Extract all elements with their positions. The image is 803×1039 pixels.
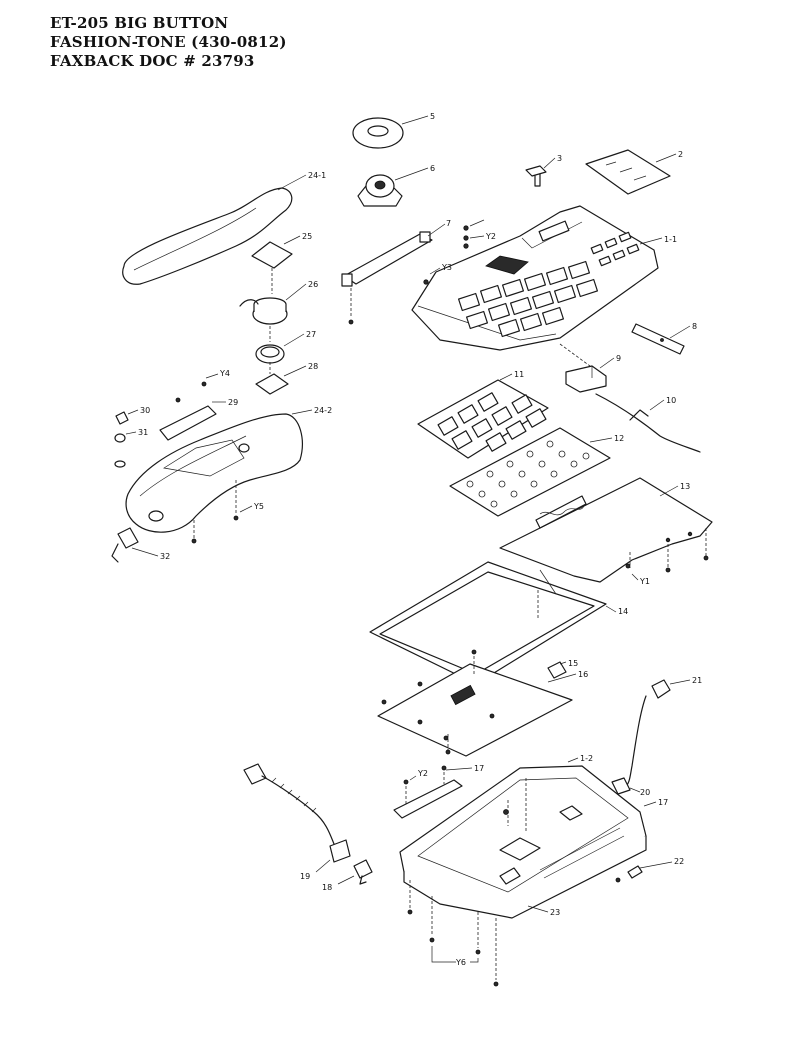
label-y1: Y1 <box>639 577 650 586</box>
label-13: 13 <box>680 482 690 491</box>
part-10-spring-wire <box>595 393 701 453</box>
label-24-1: 24-1 <box>308 171 326 180</box>
part-labels: 5 6 3 2 7 24-1 25 Y2 Y3 1-1 26 8 27 9 28… <box>138 112 702 967</box>
part-12-contact-sheet <box>449 427 613 517</box>
label-29: 29 <box>228 398 238 407</box>
part-32-modular-plug <box>111 520 197 563</box>
part-9-hook-bracket <box>559 343 615 393</box>
model-subtitle: FASHION-TONE (430-0812) <box>50 33 287 51</box>
label-27: 27 <box>306 330 316 339</box>
label-20: 20 <box>640 788 650 797</box>
label-31: 31 <box>138 428 148 437</box>
part-14-frame <box>369 561 617 685</box>
label-15: 15 <box>568 659 578 668</box>
label-17-bar: 17 <box>474 764 484 773</box>
part-16-lower-pcb <box>377 649 577 757</box>
screws-y2-y3 <box>423 219 485 285</box>
label-6: 6 <box>430 164 435 173</box>
label-28: 28 <box>308 362 318 371</box>
screw-y5 <box>233 480 253 521</box>
document-header: ET-205 BIG BUTTON FASHION-TONE (430-0812… <box>50 14 287 71</box>
part-6-speaker <box>357 167 429 207</box>
label-8: 8 <box>692 322 697 331</box>
label-1-1: 1-1 <box>664 235 677 244</box>
label-y4: Y4 <box>219 369 230 378</box>
part-1-1-top-housing <box>411 205 663 351</box>
part-21-line-cord <box>623 679 691 789</box>
label-23: 23 <box>550 908 560 917</box>
label-21: 21 <box>692 676 702 685</box>
part-2-label-card <box>585 149 677 195</box>
part-24-1-handset-top <box>122 174 307 285</box>
handset-small-parts <box>114 373 226 468</box>
part-18-cord-jack <box>337 859 373 885</box>
part-5-speaker-cushion <box>352 115 429 149</box>
label-22: 22 <box>674 857 684 866</box>
label-17-base: 17 <box>658 798 668 807</box>
part-19-handset-cord <box>243 763 351 873</box>
label-10: 10 <box>666 396 676 405</box>
label-y3: Y3 <box>441 263 452 272</box>
label-2: 2 <box>678 150 683 159</box>
label-25: 25 <box>302 232 312 241</box>
label-30: 30 <box>140 406 150 415</box>
part-1-2-base-housing <box>399 757 673 919</box>
part-11-rubber-keypad <box>417 373 549 459</box>
label-3: 3 <box>557 154 562 163</box>
faxback-doc-number: FAXBACK DOC # 23793 <box>50 52 255 70</box>
part-17-weight-bar <box>393 765 473 819</box>
model-title: ET-205 BIG BUTTON <box>50 14 229 32</box>
label-19: 19 <box>300 872 310 881</box>
top-housing-keypad-area <box>457 260 599 338</box>
speaker-grille <box>485 255 529 275</box>
label-14: 14 <box>618 607 628 616</box>
label-1-2: 1-2 <box>580 754 593 763</box>
part-3-knob <box>525 157 556 187</box>
part-13-main-pcb <box>499 477 713 583</box>
label-24-2: 24-2 <box>314 406 332 415</box>
label-y2-top: Y2 <box>485 232 496 241</box>
part-15-jack <box>547 661 567 679</box>
part-8-switch-bar <box>631 323 691 355</box>
label-y6: Y6 <box>455 958 466 967</box>
base-screws-y6 <box>407 880 499 987</box>
handset-receiver-stack <box>239 235 307 395</box>
label-y5: Y5 <box>253 502 264 511</box>
label-32: 32 <box>160 552 170 561</box>
label-26: 26 <box>308 280 318 289</box>
label-16: 16 <box>578 670 588 679</box>
label-18: 18 <box>322 883 332 892</box>
label-12: 12 <box>614 434 624 443</box>
label-7: 7 <box>446 219 451 228</box>
label-y2-bottom: Y2 <box>417 769 428 778</box>
part-23-foot <box>527 905 549 913</box>
function-key-strip <box>590 231 640 267</box>
label-11: 11 <box>514 370 524 379</box>
part-24-2-handset-bottom <box>125 409 313 533</box>
label-9: 9 <box>616 354 621 363</box>
label-5: 5 <box>430 112 435 121</box>
part-7-bracket <box>341 223 446 325</box>
part-20-cord-clip <box>611 777 641 795</box>
